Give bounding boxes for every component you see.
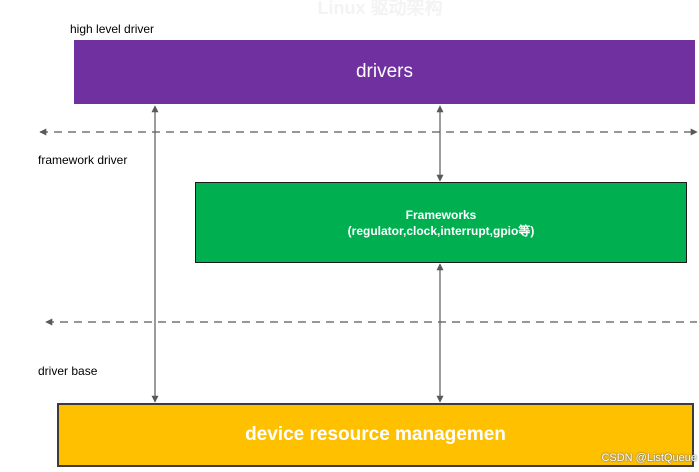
layer-label-base: driver base	[38, 364, 98, 378]
csdn-watermark: CSDN @ListQueue	[601, 452, 697, 464]
frameworks-box: Frameworks (regulator,clock,interrupt,gp…	[195, 182, 687, 263]
layer-label-high-level: high level driver	[70, 22, 155, 36]
frameworks-box-title: Frameworks	[405, 207, 477, 222]
device-resource-box-label: device resource managemen	[245, 424, 506, 445]
drivers-box: drivers	[74, 40, 695, 104]
diagram-title-faded: Linux 驱动架构	[317, 0, 443, 18]
frameworks-box-subtitle: (regulator,clock,interrupt,gpio等)	[347, 223, 535, 238]
drivers-box-label: drivers	[355, 61, 413, 82]
layer-label-framework: framework driver	[38, 153, 128, 167]
device-resource-box: device resource managemen	[57, 403, 694, 467]
